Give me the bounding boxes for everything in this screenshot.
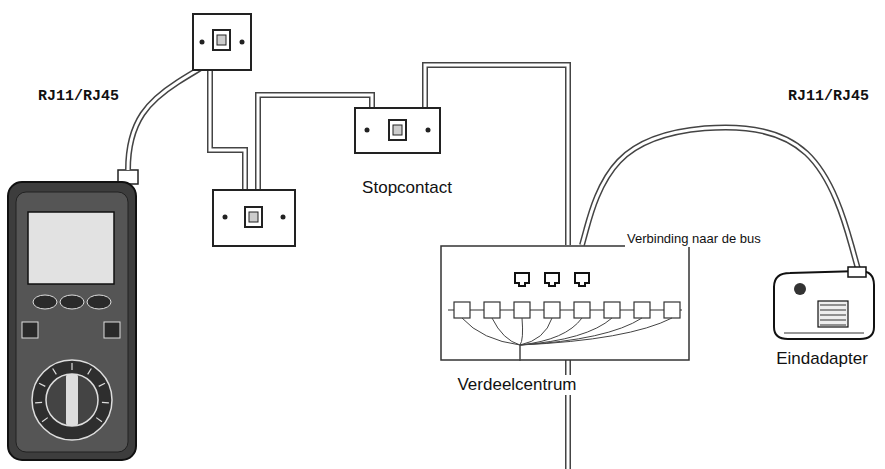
socket-shape (340, 108, 470, 158)
wall-wiring (210, 70, 568, 469)
node-label: Verdeelcentrum (440, 375, 594, 395)
cable-label: RJ11/RJ45 (786, 88, 871, 105)
node-label: Eindadapter (760, 349, 884, 369)
cable-connector (425, 65, 568, 245)
adapter-shape (760, 265, 880, 345)
socket-node: Stopcontact (340, 108, 470, 202)
panel-shape (440, 245, 690, 361)
wall-socket (193, 14, 251, 70)
callout-text: Verbinding naar de bus (625, 232, 763, 247)
cable-label: RJ11/RJ45 (36, 88, 121, 105)
panel-node: Verbinding naar de busVerdeelcentrum (440, 245, 690, 399)
wall-socket (213, 190, 295, 246)
cable-connector (582, 127, 858, 269)
cable-tester (8, 170, 138, 460)
adapter-node: Eindadapter (760, 265, 880, 373)
node-label: Stopcontact (340, 178, 474, 198)
